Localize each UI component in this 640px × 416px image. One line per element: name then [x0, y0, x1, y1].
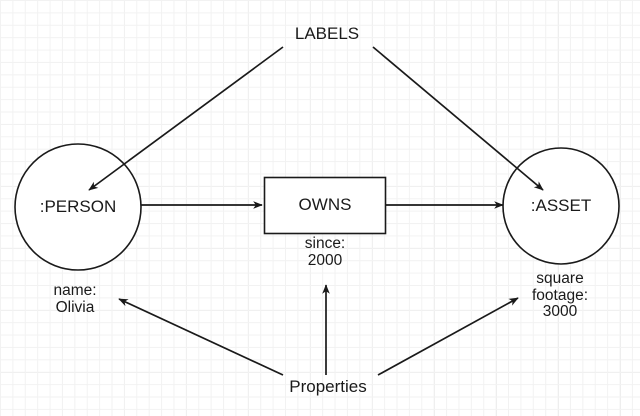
person-property-line-1: name:	[53, 282, 97, 299]
node-person-label: :PERSON	[39, 196, 117, 216]
node-owns-rect[interactable]	[263, 176, 387, 235]
edge-labels-to-asset	[372, 46, 544, 191]
edge-properties-to-footage	[377, 297, 519, 376]
person-property-label: name: Olivia	[53, 282, 97, 316]
edge-labels-to-person	[88, 46, 284, 191]
edge-properties-to-name	[118, 298, 284, 376]
node-owns-label: OWNS	[298, 194, 352, 214]
person-property-line-2: Olivia	[55, 298, 95, 316]
node-asset-label: :ASSET	[530, 195, 592, 215]
asset-property-label: square footage: 3000	[531, 270, 589, 321]
asset-property-line-1: square	[536, 270, 584, 287]
asset-property-line-2: footage:	[531, 286, 589, 304]
labels-caption: LABELS	[294, 24, 360, 43]
asset-property-line-3: 3000	[542, 303, 578, 321]
owns-property-line-1: since:	[304, 235, 346, 252]
properties-caption: Properties	[289, 377, 367, 396]
owns-property-label: since: 2000	[304, 235, 346, 269]
owns-property-line-2: 2000	[307, 251, 343, 269]
